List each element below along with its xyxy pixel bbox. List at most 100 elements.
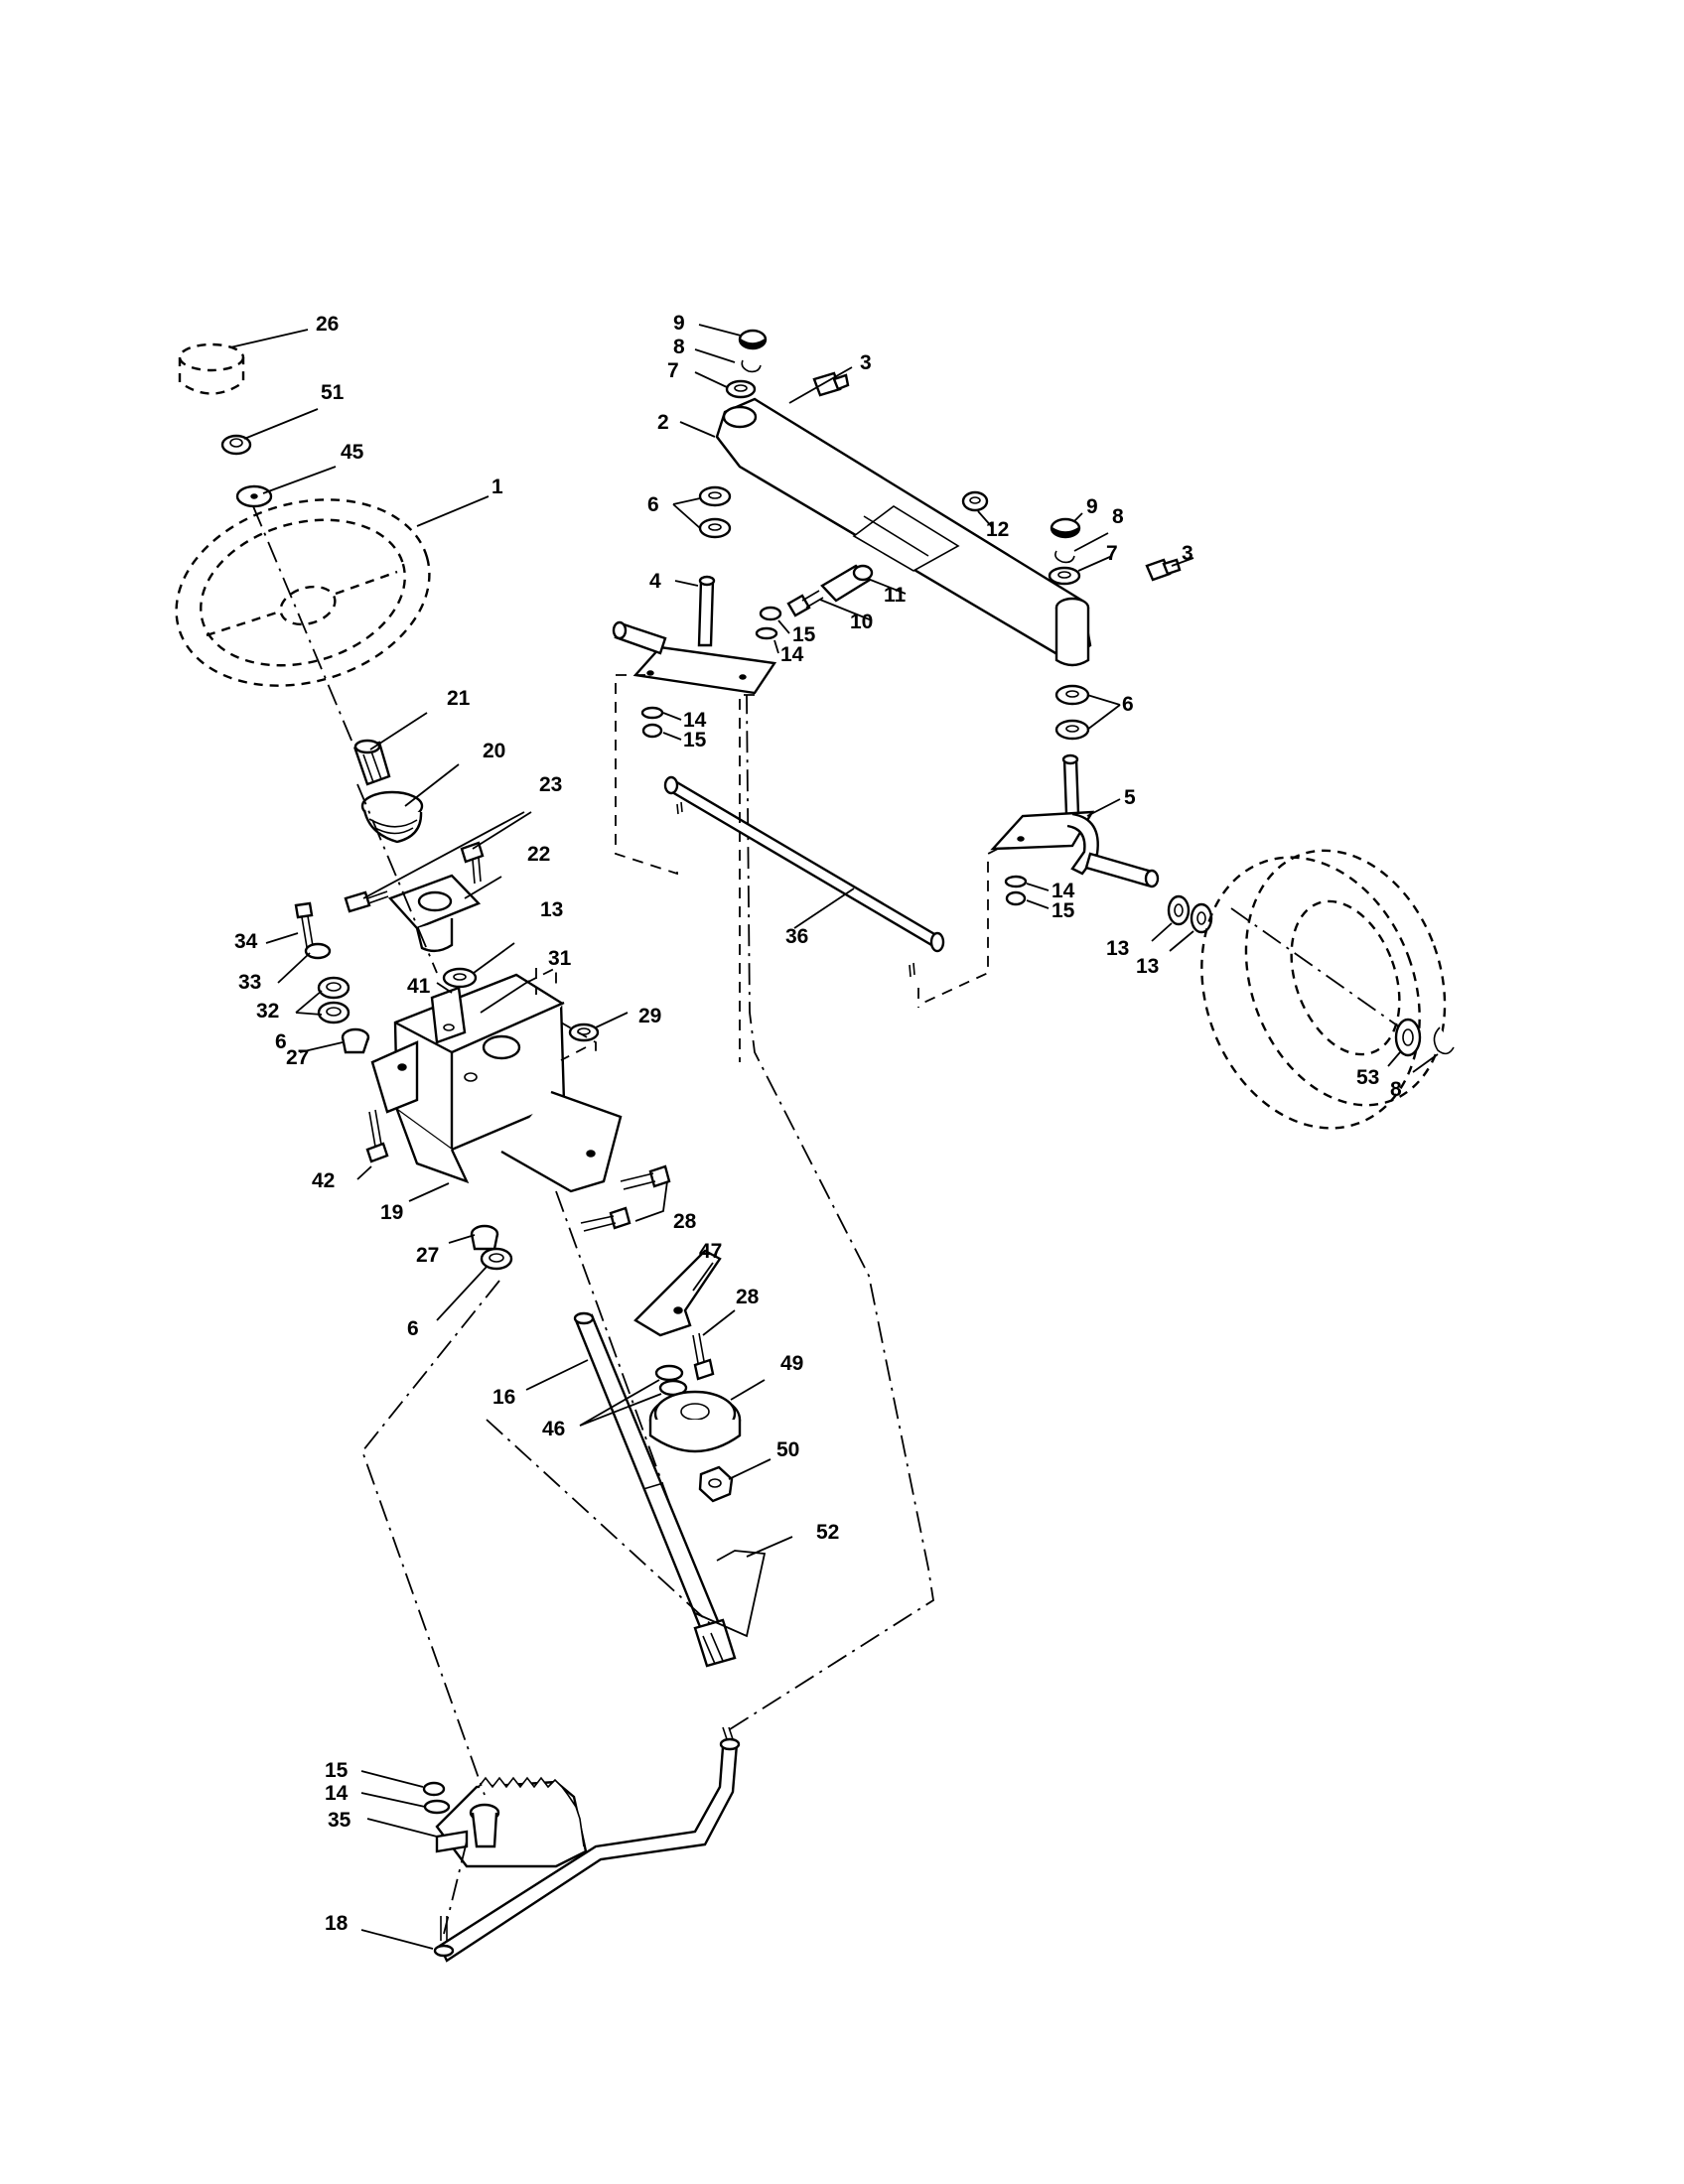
callout-labels: 26 51 45 1 21 20 23 22 34 33 32 6 27 13 … bbox=[234, 312, 1402, 1935]
part-spindle-cap bbox=[1050, 517, 1081, 539]
callout-label: 47 bbox=[699, 1240, 722, 1263]
part-right-spindle bbox=[990, 753, 1160, 888]
callout-label: 15 bbox=[683, 729, 707, 751]
callout-label: 3 bbox=[860, 351, 872, 374]
part-spacer bbox=[820, 564, 874, 603]
callout-label: 9 bbox=[673, 312, 685, 335]
callout-label: 15 bbox=[325, 1759, 349, 1782]
callout-label: 26 bbox=[316, 313, 339, 336]
part-idler-bracket bbox=[633, 1249, 722, 1337]
callout-label: 4 bbox=[649, 570, 661, 593]
part-washer bbox=[1190, 902, 1213, 934]
part-steering-shaft bbox=[573, 1311, 737, 1668]
part-washer bbox=[1048, 566, 1081, 586]
part-bearing bbox=[1054, 684, 1090, 706]
callout-label: 49 bbox=[780, 1352, 803, 1375]
callout-label: 5 bbox=[1124, 786, 1136, 809]
callout-label: 7 bbox=[1106, 542, 1118, 565]
callout-label: 41 bbox=[407, 975, 431, 998]
part-steering-wheel bbox=[175, 498, 431, 687]
callout-label: 6 bbox=[647, 493, 659, 516]
callout-label: 46 bbox=[542, 1418, 565, 1440]
callout-label: 10 bbox=[850, 611, 873, 633]
part-grease-fitting bbox=[1145, 558, 1182, 582]
callout-label: 33 bbox=[238, 971, 261, 994]
callout-label: 53 bbox=[1356, 1066, 1379, 1089]
part-nut bbox=[759, 606, 782, 621]
part-bearing bbox=[317, 1001, 351, 1024]
callout-label: 14 bbox=[683, 709, 707, 732]
part-washer bbox=[1394, 1018, 1422, 1057]
callout-label: 8 bbox=[673, 336, 685, 358]
part-washer bbox=[1167, 894, 1191, 926]
callout-label: 13 bbox=[1106, 937, 1129, 960]
part-steering-bracket bbox=[370, 973, 623, 1193]
callout-label: 28 bbox=[736, 1286, 760, 1308]
part-boot bbox=[360, 790, 424, 844]
part-bushing bbox=[341, 1027, 370, 1054]
part-washer bbox=[654, 1364, 688, 1397]
part-nut bbox=[961, 490, 989, 512]
part-lock-washer bbox=[304, 942, 332, 960]
part-bolt bbox=[786, 590, 824, 617]
callout-label: 20 bbox=[483, 740, 505, 762]
part-plate bbox=[430, 986, 467, 1044]
part-bearing bbox=[698, 517, 732, 539]
part-idler-pulley bbox=[648, 1390, 742, 1453]
part-washer bbox=[725, 379, 757, 399]
part-drag-link bbox=[435, 1726, 741, 1963]
part-washer bbox=[442, 967, 478, 989]
callout-label: 7 bbox=[667, 359, 679, 382]
callout-label: 1 bbox=[491, 476, 503, 498]
callout-label: 15 bbox=[792, 623, 816, 646]
part-e-ring bbox=[1054, 550, 1075, 564]
part-front-axle bbox=[715, 397, 1092, 667]
part-bearing bbox=[317, 976, 351, 1000]
part-bushing bbox=[470, 1224, 499, 1251]
part-bolt bbox=[692, 1332, 715, 1381]
callout-label: 8 bbox=[1112, 505, 1124, 528]
part-washer bbox=[755, 626, 778, 640]
callout-label: 14 bbox=[325, 1782, 349, 1805]
callout-label: 28 bbox=[673, 1210, 697, 1233]
callout-label: 12 bbox=[986, 518, 1009, 541]
part-spring bbox=[694, 1550, 767, 1638]
callout-label: 27 bbox=[416, 1244, 439, 1267]
callout-label: 51 bbox=[321, 381, 345, 404]
callout-label: 32 bbox=[256, 1000, 279, 1023]
callout-label: 35 bbox=[328, 1809, 351, 1832]
part-bolt bbox=[344, 890, 389, 913]
part-washer bbox=[1004, 875, 1028, 888]
callout-label: 6 bbox=[1122, 693, 1134, 716]
callout-label: 6 bbox=[407, 1317, 419, 1340]
part-e-ring bbox=[1433, 1026, 1455, 1055]
callout-label: 14 bbox=[780, 643, 804, 666]
callout-label: 13 bbox=[1136, 955, 1159, 978]
part-front-wheel bbox=[1200, 849, 1447, 1130]
part-steering-sector bbox=[435, 1776, 588, 1868]
callout-label: 52 bbox=[816, 1521, 839, 1544]
part-washer bbox=[235, 484, 273, 508]
callout-label: 13 bbox=[540, 898, 563, 921]
callout-label: 2 bbox=[657, 411, 669, 434]
part-bearing bbox=[698, 485, 732, 507]
callout-label: 6 bbox=[275, 1030, 287, 1053]
part-bolt bbox=[460, 841, 485, 885]
callout-label: 36 bbox=[785, 925, 808, 948]
callout-label: 11 bbox=[884, 584, 907, 607]
part-left-spindle bbox=[612, 575, 777, 695]
callout-label: 45 bbox=[341, 441, 364, 464]
part-nut bbox=[422, 1781, 446, 1797]
part-nut bbox=[641, 723, 663, 739]
part-spindle-cap bbox=[738, 329, 768, 350]
callout-label: 15 bbox=[1052, 899, 1075, 922]
part-nut bbox=[220, 434, 252, 456]
callout-label: 19 bbox=[380, 1201, 403, 1224]
callout-label: 22 bbox=[527, 843, 550, 866]
callout-label: 3 bbox=[1182, 542, 1193, 565]
part-bolt bbox=[433, 1916, 455, 1958]
part-grease-fitting bbox=[812, 371, 850, 397]
part-bearing bbox=[1054, 719, 1090, 741]
part-washer bbox=[640, 706, 664, 720]
